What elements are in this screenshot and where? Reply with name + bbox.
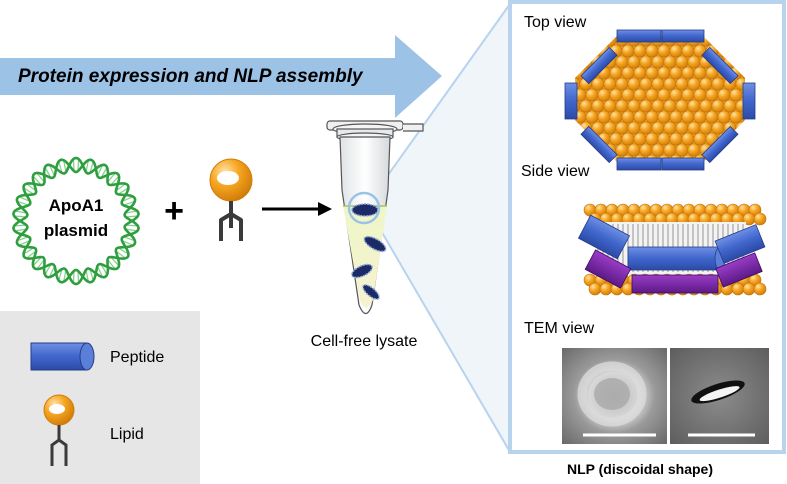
tem-image-right bbox=[670, 348, 769, 444]
side-view-nlp bbox=[577, 203, 767, 296]
legend-box bbox=[0, 311, 200, 484]
top-view-label: Top view bbox=[524, 14, 587, 31]
plasmid-label-line1: ApoA1 bbox=[49, 196, 104, 215]
zoom-line-top bbox=[372, 3, 511, 197]
lipid-icon bbox=[209, 158, 253, 241]
lipid-legend-icon bbox=[43, 394, 75, 466]
lipid-legend-label: Lipid bbox=[110, 426, 144, 443]
reaction-arrowhead bbox=[318, 202, 332, 216]
banner-arrow bbox=[0, 35, 442, 118]
zoom-line-bottom bbox=[372, 216, 511, 453]
plasmid-dna-icon bbox=[12, 156, 140, 286]
microtube-icon bbox=[326, 120, 424, 315]
side-view-label: Side view bbox=[521, 163, 590, 180]
banner-text: Protein expression and NLP assembly bbox=[18, 66, 364, 87]
peptide-legend-icon bbox=[30, 342, 95, 371]
zoom-wedge bbox=[373, 2, 510, 452]
plasmid-label-line2: plasmid bbox=[44, 221, 108, 240]
plus-sign: + bbox=[164, 192, 184, 230]
tem-image-left bbox=[562, 348, 667, 444]
tube-label: Cell-free lysate bbox=[311, 333, 418, 350]
nlp-caption: NLP (discoidal shape) bbox=[567, 461, 713, 477]
tem-view-label: TEM view bbox=[524, 320, 595, 337]
peptide-legend-label: Peptide bbox=[110, 349, 164, 366]
